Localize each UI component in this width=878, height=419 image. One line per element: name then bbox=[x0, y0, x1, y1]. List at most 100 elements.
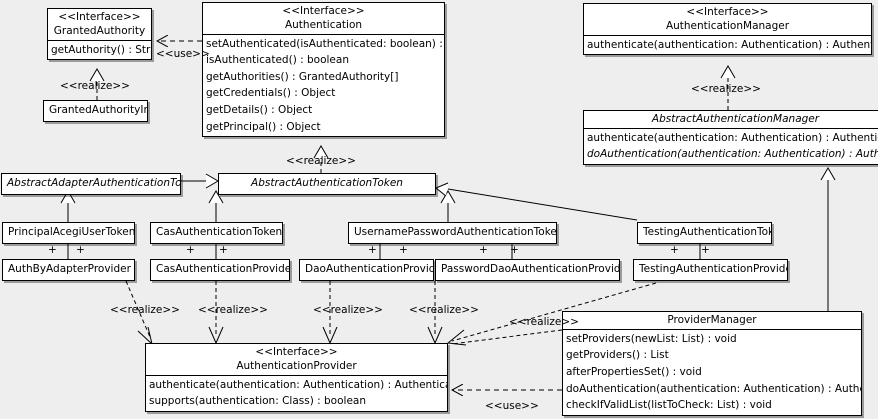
edge-generalize-adapter-token bbox=[181, 173, 219, 189]
stereotype-label: <<Interface>> bbox=[58, 11, 141, 23]
operation-item: getCredentials() : Object bbox=[206, 87, 336, 100]
operation-item: authenticate(authentication: Authenticat… bbox=[587, 38, 872, 51]
compartment-divider bbox=[48, 39, 151, 41]
operation-item: getPrincipal() : Object bbox=[206, 120, 321, 133]
class-name-label: AbstractAuthenticationManager bbox=[651, 113, 820, 125]
class-granted-authority-impl[interactable]: GrantedAuthorityImpl bbox=[43, 100, 148, 122]
operations-compartment: getAuthority() : String bbox=[48, 41, 151, 60]
class-authentication-provider[interactable]: <<Interface>> AuthenticationProvider aut… bbox=[145, 343, 448, 412]
class-name-label: PasswordDaoAuthenticationProvider bbox=[441, 263, 620, 275]
operation-item: authenticate(authentication: Authenticat… bbox=[587, 131, 878, 144]
operation-item: getAuthorities() : GrantedAuthority[] bbox=[206, 70, 399, 83]
class-name-label: TestingAuthenticationProvider bbox=[639, 263, 788, 275]
operations-compartment: authenticate(authentication: Authenticat… bbox=[584, 36, 871, 55]
assoc-marker-plus: + bbox=[368, 244, 377, 256]
class-cas-authentication-token[interactable]: CasAuthenticationToken bbox=[150, 222, 283, 244]
class-header: GrantedAuthorityImpl bbox=[44, 101, 147, 121]
class-authentication[interactable]: <<Interface>> Authentication setAuthenti… bbox=[202, 2, 445, 138]
class-name-label: TestingAuthenticationToken bbox=[643, 226, 771, 238]
class-name-label: PrincipalAcegiUserToken bbox=[8, 226, 135, 238]
class-name-label: CasAuthenticationProvider bbox=[156, 263, 290, 275]
edge-label-realize-dao-provider: <<realize>> bbox=[313, 304, 383, 316]
class-name-label: AuthByAdapterProvider bbox=[8, 263, 131, 275]
class-header: TestingAuthenticationToken bbox=[638, 223, 771, 243]
edge-generalize-username-password-token bbox=[440, 190, 456, 222]
operation-item: doAuthentication(authentication: Authent… bbox=[566, 382, 861, 395]
class-header: CasAuthenticationProvider bbox=[151, 260, 289, 280]
class-principal-acegi-user-token[interactable]: PrincipalAcegiUserToken bbox=[2, 222, 135, 244]
operation-item: setProviders(newList: List) : void bbox=[566, 332, 737, 345]
class-authentication-manager[interactable]: <<Interface>> AuthenticationManager auth… bbox=[583, 3, 872, 56]
assoc-marker-plus: + bbox=[701, 244, 710, 256]
operations-compartment: setAuthenticated(isAuthenticated: boolea… bbox=[203, 35, 444, 136]
edge-label-realize-abstract-authentication-manager: <<realize>> bbox=[691, 83, 761, 95]
stereotype-label: <<Interface>> bbox=[686, 6, 769, 18]
compartment-divider bbox=[584, 127, 878, 129]
class-header: <<Interface>> GrantedAuthority bbox=[48, 9, 151, 40]
edge-generalize-principal-acegi-token bbox=[60, 190, 76, 222]
class-password-dao-authentication-provider[interactable]: PasswordDaoAuthenticationProvider bbox=[435, 259, 620, 281]
class-header: <<Interface>> AuthenticationManager bbox=[584, 4, 871, 35]
class-name-label: ProviderManager bbox=[667, 314, 757, 326]
class-abstract-authentication-manager[interactable]: AbstractAuthenticationManager authentica… bbox=[583, 110, 878, 166]
operations-compartment: authenticate(authentication: Authenticat… bbox=[584, 129, 878, 164]
operation-item: setAuthenticated(isAuthenticated: boolea… bbox=[206, 37, 445, 50]
class-granted-authority[interactable]: <<Interface>> GrantedAuthority getAuthor… bbox=[47, 8, 152, 61]
edge-label-use-granted-authority: <<use>> bbox=[156, 48, 210, 60]
class-header: AbstractAuthenticationManager bbox=[584, 111, 878, 128]
class-testing-authentication-provider[interactable]: TestingAuthenticationProvider bbox=[633, 259, 788, 281]
edge-label-realize-granted-authority: <<realize>> bbox=[60, 80, 130, 92]
assoc-marker-plus: + bbox=[670, 244, 679, 256]
operation-item: isAuthenticated() : boolean bbox=[206, 54, 349, 67]
operation-item: getDetails() : Object bbox=[206, 104, 313, 117]
class-header: <<Interface>> AuthenticationProvider bbox=[146, 344, 447, 375]
class-name-label: UsernamePasswordAuthenticationToken bbox=[354, 226, 557, 238]
class-name-label: DaoAuthenticationProvider bbox=[305, 263, 434, 275]
operation-item: getProviders() : List bbox=[566, 349, 669, 362]
assoc-marker-plus: + bbox=[48, 244, 57, 256]
class-name-label: AuthenticationProvider bbox=[236, 359, 357, 372]
class-header: <<Interface>> Authentication bbox=[203, 3, 444, 34]
assoc-marker-plus: + bbox=[399, 244, 408, 256]
operations-compartment: authenticate(authentication: Authenticat… bbox=[146, 376, 447, 411]
class-header: AuthByAdapterProvider bbox=[3, 260, 134, 280]
class-header: TestingAuthenticationProvider bbox=[634, 260, 787, 280]
edge-label-realize-password-dao-provider: <<realize>> bbox=[409, 304, 479, 316]
operation-item: authenticate(authentication: Authenticat… bbox=[149, 378, 448, 391]
class-header: PasswordDaoAuthenticationProvider bbox=[436, 260, 619, 280]
class-header: DaoAuthenticationProvider bbox=[300, 260, 433, 280]
class-name-label: AuthenticationManager bbox=[665, 19, 790, 32]
operation-item: checkIfValidList(listToCheck: List) : vo… bbox=[566, 399, 772, 412]
edge-generalize-cas-token bbox=[208, 190, 224, 222]
edge-label-realize-testing-provider: <<realize>> bbox=[509, 316, 579, 328]
class-testing-authentication-token[interactable]: TestingAuthenticationToken bbox=[637, 222, 772, 244]
assoc-marker-plus: + bbox=[510, 244, 519, 256]
operation-item: supports(authentication: Class) : boolea… bbox=[149, 395, 366, 408]
edge-generalize-provider-manager bbox=[820, 167, 836, 311]
stereotype-label: <<Interface>> bbox=[255, 346, 338, 358]
operations-compartment: setProviders(newList: List) : void getPr… bbox=[563, 330, 861, 415]
stereotype-label: <<Interface>> bbox=[282, 5, 365, 17]
class-auth-by-adapter-provider[interactable]: AuthByAdapterProvider bbox=[2, 259, 135, 281]
assoc-marker-plus: + bbox=[76, 244, 85, 256]
class-name-label: CasAuthenticationToken bbox=[156, 226, 283, 238]
class-header: ProviderManager bbox=[563, 312, 861, 329]
class-header: UsernamePasswordAuthenticationToken bbox=[349, 223, 556, 243]
class-abstract-authentication-token[interactable]: AbstractAuthenticationToken bbox=[218, 173, 436, 195]
class-cas-authentication-provider[interactable]: CasAuthenticationProvider bbox=[150, 259, 290, 281]
assoc-marker-plus: + bbox=[479, 244, 488, 256]
edge-label-use-provider-manager: <<use>> bbox=[485, 400, 539, 412]
class-dao-authentication-provider[interactable]: DaoAuthenticationProvider bbox=[299, 259, 434, 281]
assoc-marker-plus: + bbox=[219, 244, 228, 256]
class-header: AbstractAdapterAuthenticationToken bbox=[2, 174, 180, 194]
compartment-divider bbox=[203, 33, 444, 35]
class-username-password-authentication-token[interactable]: UsernamePasswordAuthenticationToken bbox=[348, 222, 557, 244]
class-header: AbstractAuthenticationToken bbox=[219, 174, 435, 194]
compartment-divider bbox=[563, 328, 861, 330]
class-abstract-adapter-authentication-token[interactable]: AbstractAdapterAuthenticationToken bbox=[1, 173, 181, 195]
compartment-divider bbox=[146, 374, 447, 376]
edge-generalize-testing-token bbox=[435, 182, 638, 221]
class-name-label: GrantedAuthorityImpl bbox=[49, 104, 147, 116]
class-provider-manager[interactable]: ProviderManager setProviders(newList: Li… bbox=[562, 311, 862, 416]
